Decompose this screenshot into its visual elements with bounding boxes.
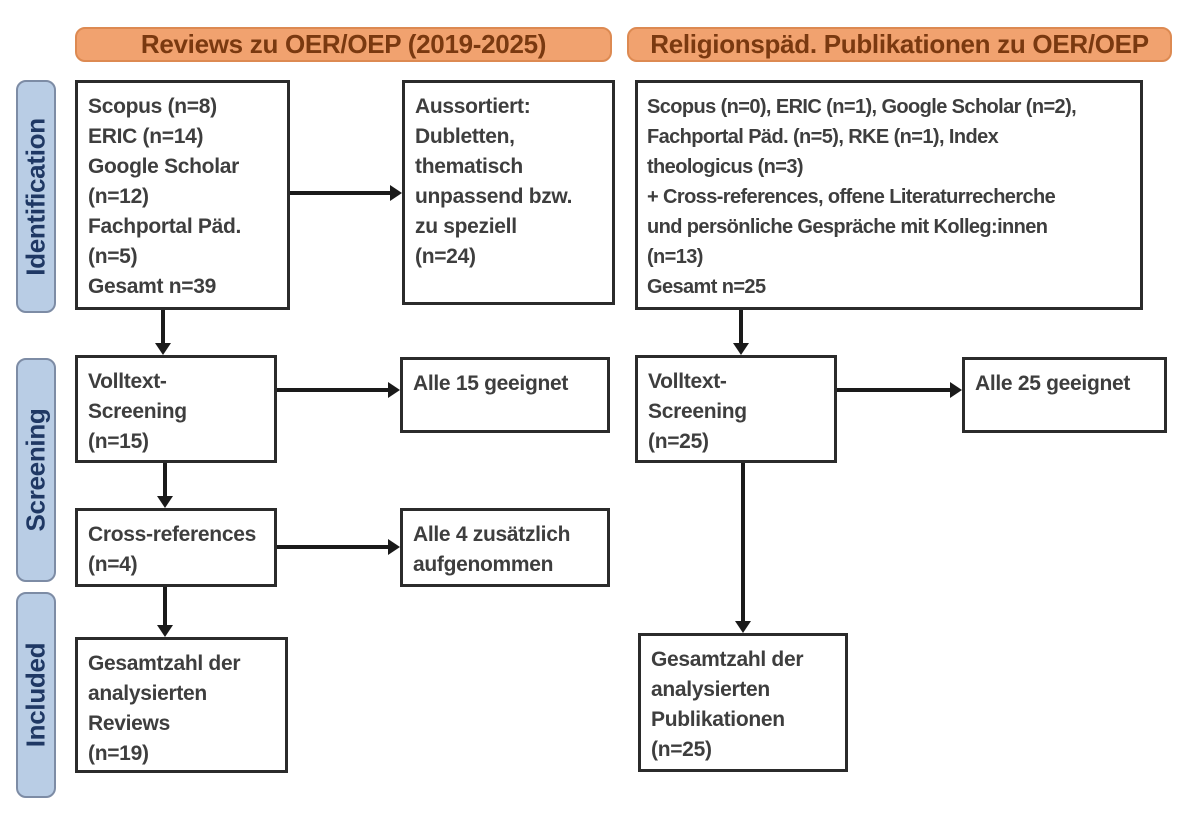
arrow-left-crossref-to-included	[157, 587, 173, 637]
arrow-left-screening-to-result	[277, 382, 400, 398]
box-right-included-total: Gesamtzahl der analysierten Publikatione…	[638, 633, 848, 772]
box-left-identification-sources: Scopus (n=8) ERIC (n=14) Google Scholar …	[75, 80, 290, 310]
box-left-cross-references: Cross-references (n=4)	[75, 508, 277, 587]
box-left-fulltext-screening: Volltext- Screening (n=15)	[75, 355, 277, 463]
stage-label-identification-text: Identification	[20, 117, 51, 276]
box-left-excluded: Aussortiert: Dubletten, thematisch unpas…	[402, 80, 615, 305]
arrow-left-ident-to-excluded	[290, 185, 402, 201]
column-header-religionspaed: Religionspäd. Publikationen zu OER/OEP	[627, 27, 1172, 62]
box-right-screening-result: Alle 25 geeignet	[962, 357, 1167, 433]
stage-label-included: Included	[16, 592, 56, 798]
box-left-screening-result: Alle 15 geeignet	[400, 357, 610, 433]
stage-label-identification: Identification	[16, 80, 56, 313]
box-right-fulltext-screening: Volltext- Screening (n=25)	[635, 355, 837, 463]
box-left-crossref-result: Alle 4 zusätzlich aufgenommen	[400, 508, 610, 587]
column-header-reviews: Reviews zu OER/OEP (2019-2025)	[75, 27, 612, 62]
arrow-left-screening-to-crossref	[157, 463, 173, 508]
stage-label-screening-text: Screening	[20, 408, 51, 532]
stage-label-included-text: Included	[20, 642, 51, 748]
arrow-right-ident-to-screening	[733, 310, 749, 355]
box-right-identification-sources: Scopus (n=0), ERIC (n=1), Google Scholar…	[635, 80, 1143, 310]
arrow-left-crossref-to-result	[277, 539, 400, 555]
box-left-included-total: Gesamtzahl der analysierten Reviews (n=1…	[75, 637, 288, 773]
arrow-right-screening-to-result	[837, 382, 962, 398]
stage-label-screening: Screening	[16, 358, 56, 582]
arrow-right-screening-to-included	[735, 463, 751, 633]
arrow-left-ident-to-screening	[155, 310, 171, 355]
